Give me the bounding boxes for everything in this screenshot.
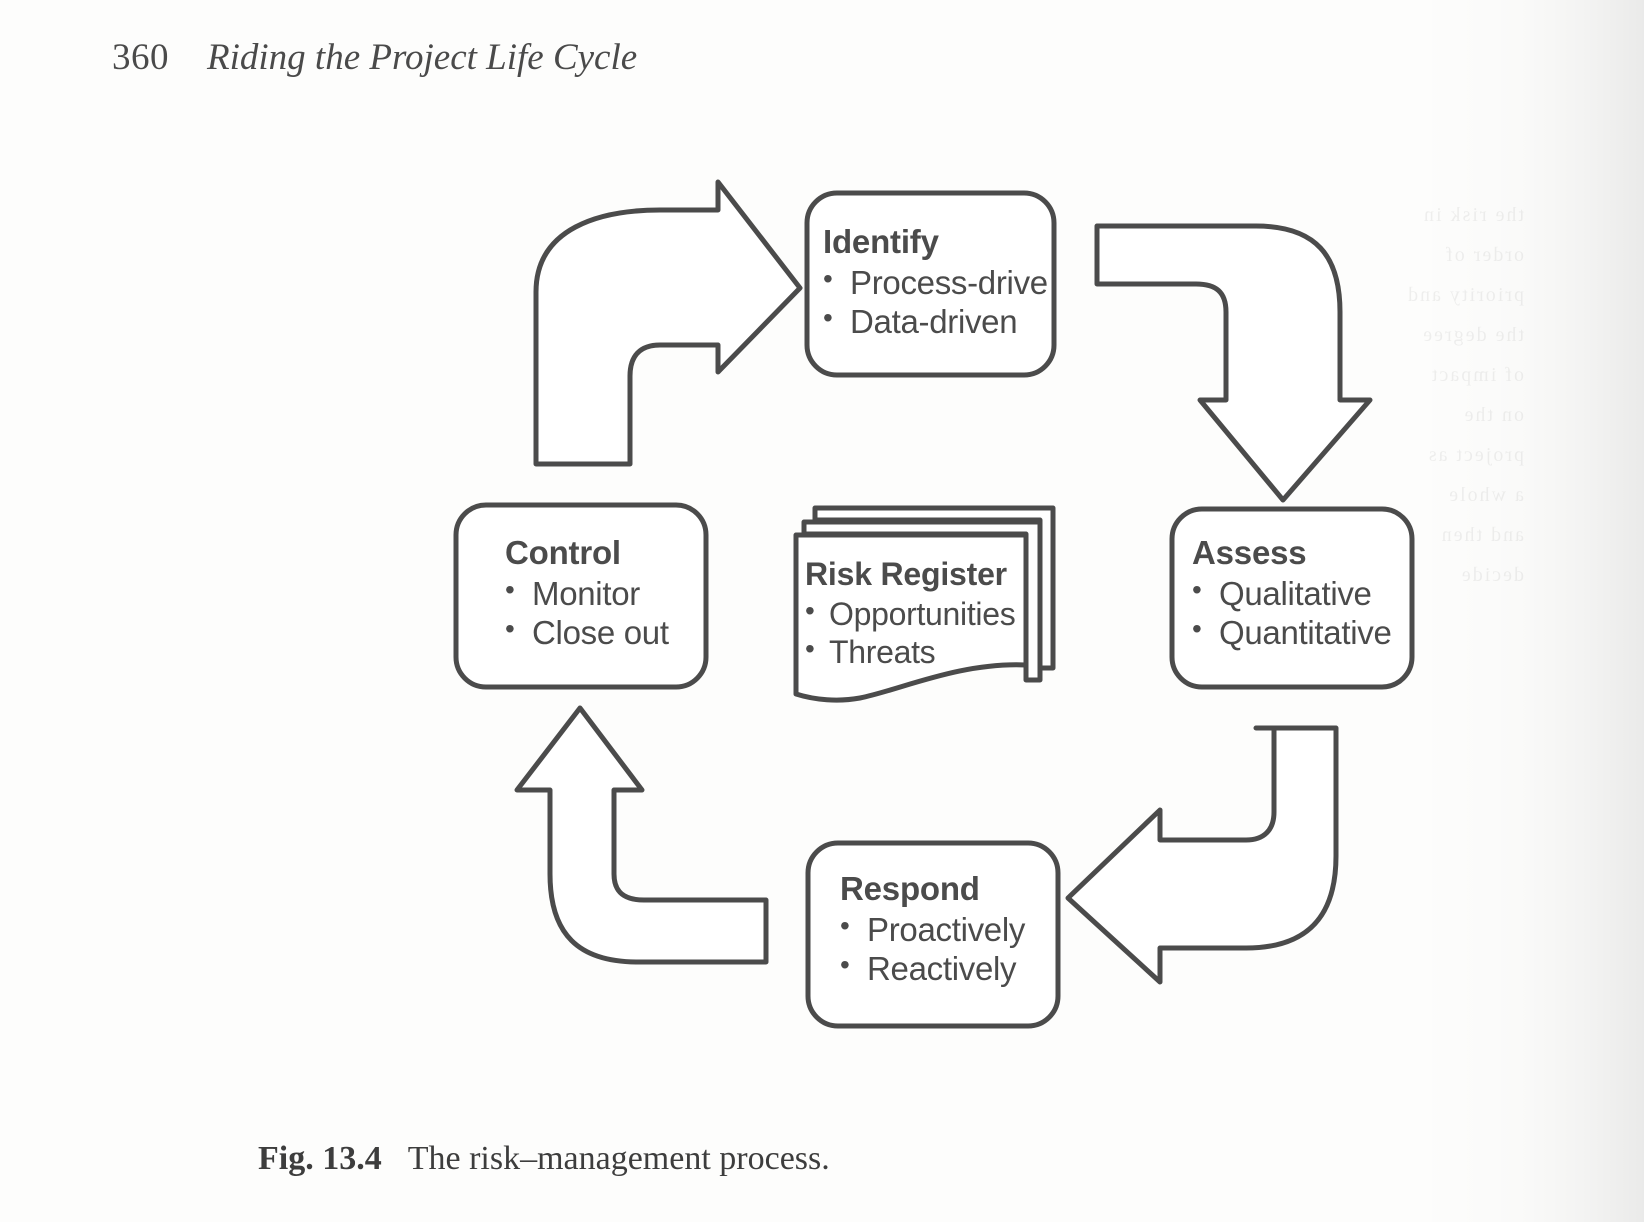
node-respond-bullets: Proactively Reactively bbox=[840, 912, 1025, 985]
node-control-bullets: Monitor Close out bbox=[505, 576, 669, 649]
list-item: Monitor bbox=[505, 576, 669, 610]
node-risk-register-title: Risk Register bbox=[805, 556, 1007, 592]
node-risk-register-bullets: Opportunities Threats bbox=[805, 597, 1016, 668]
node-respond[interactable]: Respond Proactively Reactively bbox=[840, 872, 1025, 985]
list-item: Opportunities bbox=[805, 597, 1016, 630]
arrow-control-to-identify bbox=[533, 179, 803, 467]
list-item: Quantitative bbox=[1192, 615, 1392, 649]
figure-number: Fig. 13.4 bbox=[258, 1140, 382, 1177]
node-assess-bullets: Qualitative Quantitative bbox=[1192, 576, 1392, 649]
list-item: Qualitative bbox=[1192, 576, 1392, 610]
node-assess[interactable]: Assess Qualitative Quantitative bbox=[1192, 536, 1392, 649]
running-head-title: Riding the Project Life Cycle bbox=[207, 37, 638, 78]
list-item: Data-driven bbox=[823, 304, 1048, 338]
arrow-identify-to-assess bbox=[1094, 223, 1373, 503]
arrow-respond-to-control bbox=[514, 705, 769, 965]
node-risk-register[interactable]: Risk Register Opportunities Threats bbox=[805, 556, 1016, 668]
node-identify[interactable]: Identify Process-drive Data-driven bbox=[823, 225, 1048, 338]
node-assess-title: Assess bbox=[1192, 534, 1307, 571]
page-number: 360 bbox=[112, 37, 169, 78]
node-respond-title: Respond bbox=[840, 870, 980, 907]
list-item: Close out bbox=[505, 615, 669, 649]
running-head: 360 Riding the Project Life Cycle bbox=[112, 36, 637, 79]
node-identify-bullets: Process-drive Data-driven bbox=[823, 265, 1048, 338]
list-item: Process-drive bbox=[823, 265, 1048, 299]
list-item: Proactively bbox=[840, 912, 1025, 946]
figure-caption: Fig. 13.4 The risk–management process. bbox=[258, 1140, 830, 1178]
list-item: Threats bbox=[805, 635, 1015, 668]
node-control[interactable]: Control Monitor Close out bbox=[505, 536, 669, 649]
node-identify-title: Identify bbox=[823, 223, 939, 260]
arrow-assess-to-respond bbox=[1065, 725, 1339, 985]
figure-caption-text: The risk–management process. bbox=[407, 1140, 830, 1177]
list-item: Reactively bbox=[840, 951, 1025, 985]
node-control-title: Control bbox=[505, 534, 621, 571]
